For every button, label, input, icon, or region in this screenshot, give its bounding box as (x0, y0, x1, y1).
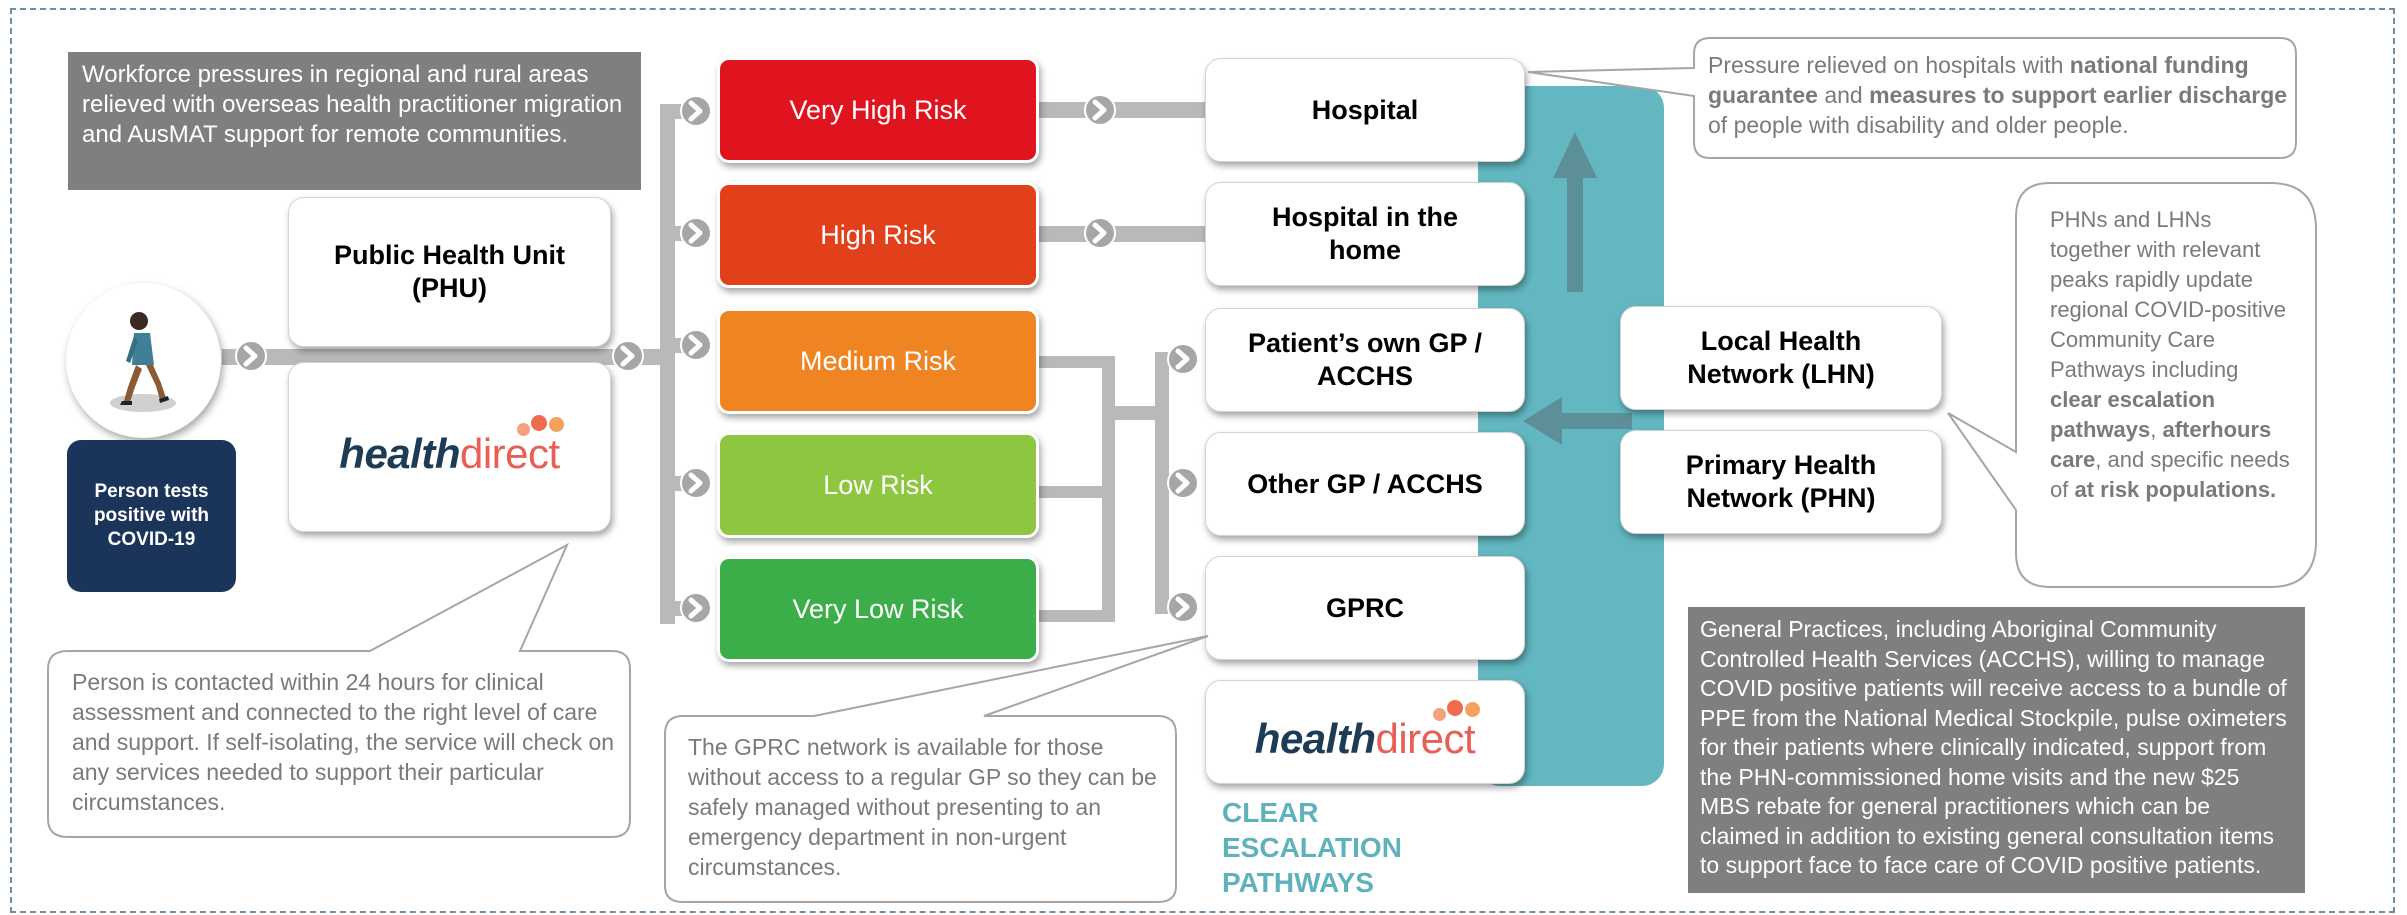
pathway-label: GPRC (1325, 592, 1404, 623)
pathway-label: Patient’s own GP / ACCHS (1247, 328, 1483, 391)
callout-phn-text: PHNs and LHNs together with relevant pea… (2050, 207, 2290, 502)
pathway-label: Hospital in the home (1271, 202, 1458, 265)
pathway-hospital-in-home: Hospital in the home (1205, 182, 1525, 286)
callout-phn-bubble (1947, 182, 2317, 588)
risk-label: High Risk (820, 219, 936, 250)
person-avatar (66, 283, 221, 438)
chevron-connectors (235, 94, 1199, 624)
pathway-label: Other GP / ACCHS (1247, 468, 1483, 499)
logo-dot (531, 414, 548, 431)
healthdirect-logo: healthdirect (1255, 699, 1480, 759)
walking-person-icon (110, 312, 176, 412)
callout-hospital-bubble (1527, 37, 2297, 159)
up-arrow-icon (1553, 132, 1597, 292)
callout-gprc-text: The GPRC network is available for those … (688, 734, 1157, 880)
pathway-own-gp: Patient’s own GP / ACCHS (1205, 308, 1525, 412)
callout-contact-text: Person is contacted within 24 hours for … (72, 669, 615, 815)
risk-high: High Risk (717, 182, 1039, 288)
person-label-box: Person tests positive with COVID-19 (67, 440, 236, 592)
person-label: Person tests positive with COVID-19 (93, 481, 210, 550)
logo-dot (1432, 707, 1446, 721)
left-arrow-icon (1523, 397, 1632, 445)
risk-label: Very High Risk (789, 94, 967, 125)
logo-dot (517, 422, 531, 436)
network-phn: Primary Health Network (PHN) (1620, 430, 1942, 534)
phu-label: Public Health Unit (PHU) (333, 240, 566, 303)
connector-person-phu (222, 349, 672, 365)
pathway-other-gp: Other GP / ACCHS (1205, 432, 1525, 536)
workforce-note: Workforce pressures in regional and rura… (68, 52, 641, 190)
risk-low: Low Risk (717, 432, 1039, 538)
risk-medium: Medium Risk (717, 308, 1039, 414)
callout-gprc-bubble (664, 635, 1209, 903)
workforce-note-text: Workforce pressures in regional and rura… (82, 61, 623, 148)
logo-dot (1446, 699, 1463, 716)
general-practices-note: General Practices, including Aboriginal … (1688, 607, 2305, 893)
risk-very-low: Very Low Risk (717, 556, 1039, 662)
pathway-hospital: Hospital (1205, 58, 1525, 162)
logo-dot (1464, 701, 1480, 717)
phu-card: Public Health Unit (PHU) (288, 197, 611, 347)
risk-label: Medium Risk (799, 345, 957, 376)
pathway-gprc: GPRC (1205, 556, 1525, 660)
escalation-label: CLEAR ESCALATION PATHWAYS (1222, 797, 1402, 898)
callout-contact-bubble (47, 542, 631, 838)
risk-label: Very Low Risk (792, 593, 964, 624)
pathway-label: Hospital (1311, 94, 1419, 125)
risk-very-high: Very High Risk (717, 57, 1039, 163)
healthdirect-logo: healthdirect (339, 414, 565, 474)
callout-hospital-text: Pressure relieved on hospitals with nati… (1708, 52, 2288, 138)
network-lhn: Local Health Network (LHN) (1620, 306, 1942, 410)
network-label: Primary Health Network (PHN) (1685, 450, 1877, 513)
network-label: Local Health Network (LHN) (1687, 326, 1875, 389)
risk-label: Low Risk (823, 469, 933, 500)
logo-dot (549, 416, 565, 432)
healthdirect-card-right: healthdirect (1205, 680, 1525, 784)
dashed-frame (10, 8, 2395, 913)
healthdirect-card-left: healthdirect (288, 362, 611, 532)
